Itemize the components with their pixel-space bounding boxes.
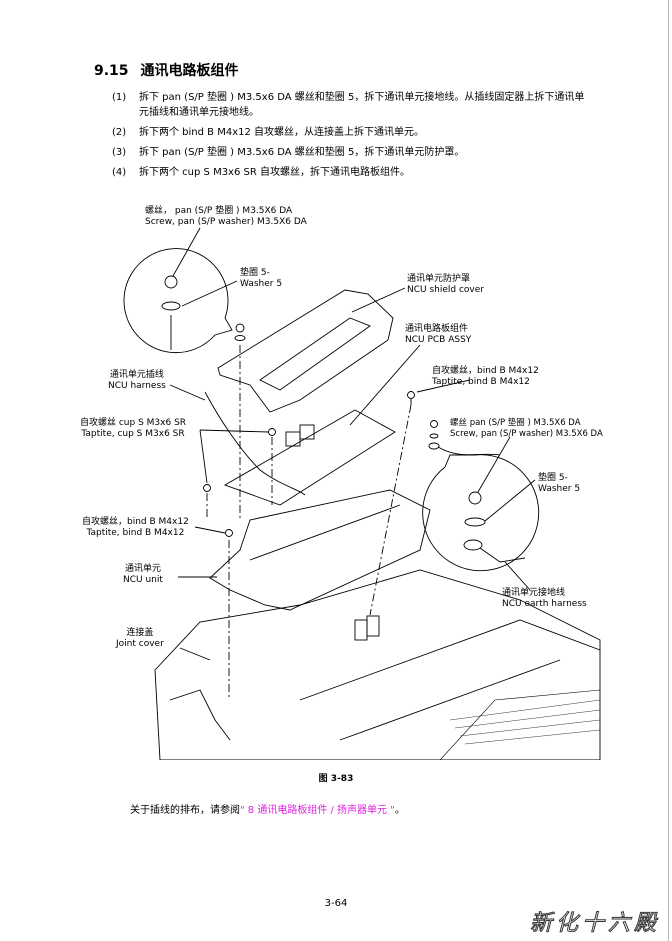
step-item: (1)拆下 pan (S/P 垫圈 ) M3.5x6 DA 螺丝和垫圈 5，拆下… <box>112 92 585 118</box>
step-item: (2)拆下两个 bind B M4x12 自攻螺丝，从连接盖上拆下通讯单元。 <box>112 127 425 138</box>
figure-caption: 图 3-83 <box>318 774 354 784</box>
label-washer5-top: 垫圈 5-Washer 5 <box>240 268 283 289</box>
shield-cover-drawing <box>217 289 394 413</box>
step-item: (4)拆下两个 cup S M3x6 SR 自攻螺丝，拆下通讯电路板组件。 <box>112 167 410 178</box>
page-edge <box>668 0 669 941</box>
detail-circle-right <box>422 454 540 572</box>
ncu-unit-drawing <box>209 489 431 611</box>
detail-circle-left <box>123 248 233 353</box>
exploded-diagram <box>123 227 601 760</box>
step-list: (1)拆下 pan (S/P 垫圈 ) M3.5x6 DA 螺丝和垫圈 5，拆下… <box>112 90 592 185</box>
washer-icon <box>161 301 181 311</box>
pcb-drawing <box>223 409 396 506</box>
step-item: (3)拆下 pan (S/P 垫圈 ) M3.5x6 DA 螺丝和垫圈 5，拆下… <box>112 147 465 158</box>
label-washer5-right: 垫圈 5-Washer 5 <box>538 473 581 494</box>
cross-reference-link[interactable]: " 8 通讯电路板组件 / 扬声器单元 " <box>240 805 395 816</box>
screw-icon <box>164 275 178 289</box>
cross-reference-note: 关于插线的排布，请参阅" 8 通讯电路板组件 / 扬声器单元 "。 <box>130 805 405 816</box>
watermark: 新化十六殿 <box>529 911 660 937</box>
page-number: 3-64 <box>324 898 348 909</box>
joint-cover-drawing <box>154 569 601 760</box>
